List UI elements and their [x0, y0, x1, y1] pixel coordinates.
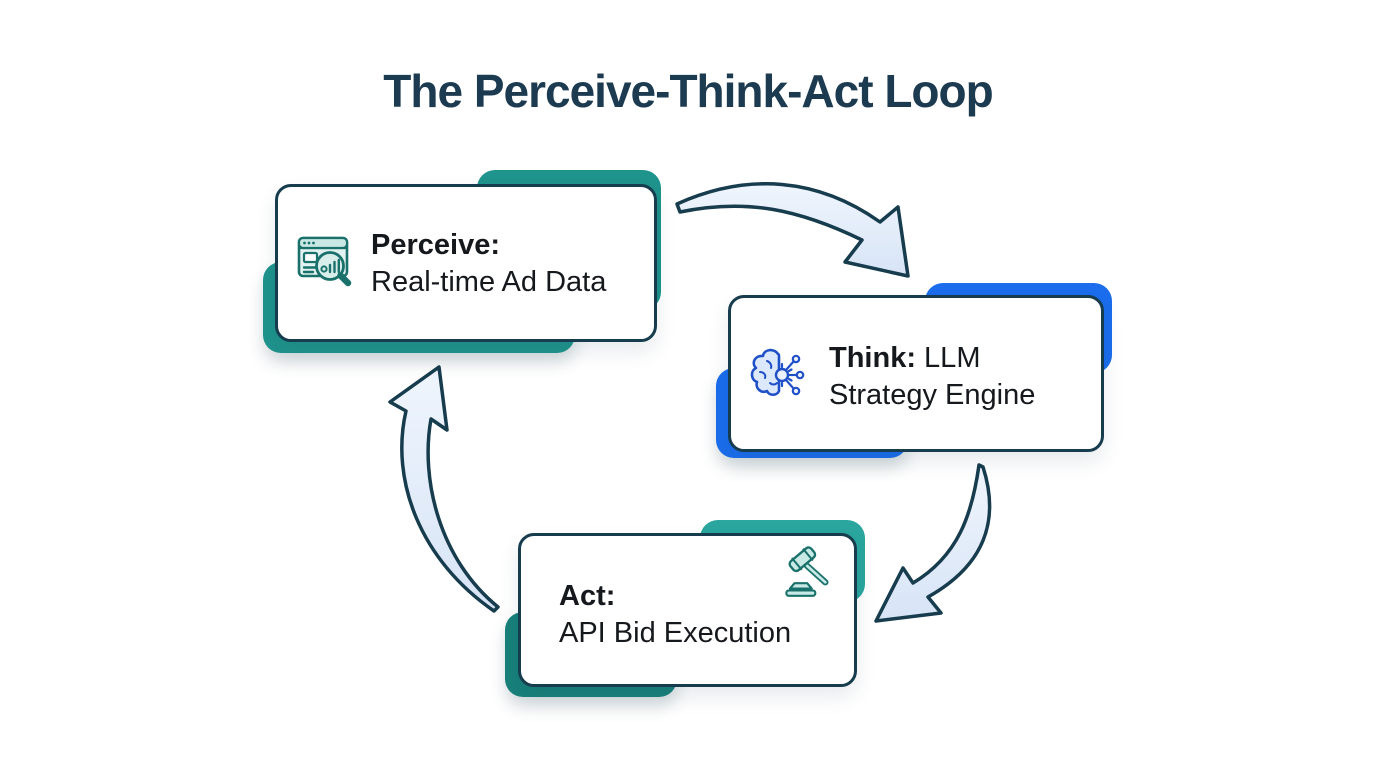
perceive-card: Perceive: Real-time Ad Data [275, 184, 657, 342]
act-label-bold: Act: [559, 580, 616, 612]
page-title: The Perceive-Think-Act Loop [383, 65, 993, 117]
act-label-line2: API Bid Execution [559, 617, 792, 649]
browser-analytics-icon [294, 229, 358, 293]
perceive-label-line2: Real-time Ad Data [371, 266, 607, 298]
perceive-label: Perceive: Real-time Ad Data [371, 227, 606, 301]
think-label-line2: Strategy Engine [829, 379, 1036, 411]
arrow-think-to-act [874, 463, 992, 623]
perceive-label-bold: Perceive: [371, 229, 500, 261]
think-label-bold: Think: [829, 342, 916, 374]
think-label: Think: LLM Strategy Engine [829, 340, 1035, 414]
think-card: Think: LLM Strategy Engine [728, 295, 1104, 452]
brain-network-icon [745, 344, 809, 408]
act-card: Act: API Bid Execution [518, 533, 857, 687]
arrow-perceive-to-think [675, 182, 910, 278]
act-label: Act: API Bid Execution [559, 578, 791, 652]
gavel-icon [780, 546, 838, 604]
arrow-act-to-perceive [388, 365, 500, 613]
